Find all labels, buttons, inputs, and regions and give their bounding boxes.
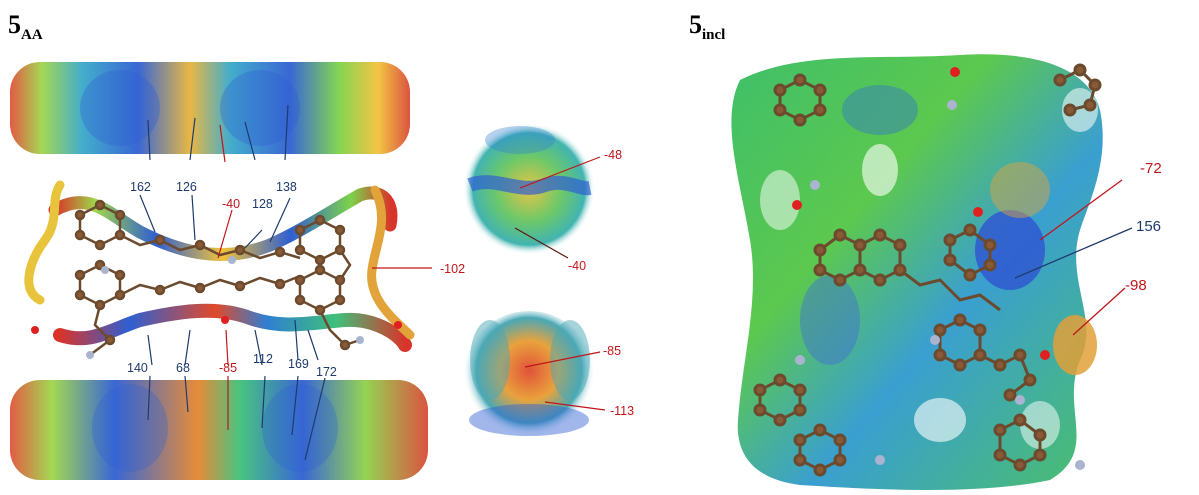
value-label-162: 162 (130, 180, 151, 194)
heteroatoms-right (792, 67, 1085, 470)
inset-top-circle (463, 123, 601, 259)
panel-label-5aa: 5AA (8, 10, 43, 44)
surface-top-band (10, 62, 410, 154)
panel-label-5incl: 5incl (689, 10, 725, 44)
panel-label-main: 5 (689, 10, 702, 39)
surface-middle-upper (48, 186, 398, 262)
surface-bottom-band (10, 380, 428, 480)
value-label-172: 172 (316, 365, 337, 379)
value-label-minus102: -102 (440, 262, 465, 276)
value-label-112: 112 (253, 352, 273, 366)
panel-label-sub: incl (702, 27, 726, 44)
value-label-128: 128 (252, 197, 273, 211)
surface-middle-lower (53, 303, 412, 352)
surface-right-wire (367, 185, 415, 340)
annotation-line-156 (1014, 227, 1133, 279)
panel-label-sub: AA (21, 27, 43, 44)
annotation-line-minus98 (1072, 287, 1126, 336)
inset-bottom-circle (463, 311, 606, 443)
inset-value-minus113: -113 (610, 404, 634, 418)
surface-inclusion (731, 54, 1103, 490)
value-label-68: 68 (176, 361, 190, 375)
value-label-minus98: -98 (1125, 277, 1147, 294)
value-label-169: 169 (288, 357, 309, 371)
molecule-skeleton-left (74, 199, 361, 356)
value-label-138: 138 (276, 180, 297, 194)
surface-left-wire (24, 180, 65, 305)
value-label-126: 126 (176, 180, 197, 194)
value-label-minus72: -72 (1140, 160, 1162, 177)
inset-value-minus85: -85 (603, 344, 621, 358)
inset-value-minus40: -40 (568, 259, 586, 273)
annotation-line-minus72 (1039, 179, 1123, 241)
value-label-140: 140 (127, 361, 148, 375)
annotation-lines-left (139, 104, 432, 461)
panel-label-main: 5 (8, 10, 21, 39)
molecule-skeleton-right (753, 63, 1102, 477)
value-label-minus85: -85 (219, 361, 237, 375)
value-label-minus40: -40 (222, 197, 240, 211)
value-label-156: 156 (1136, 218, 1161, 235)
inset-value-minus48: -48 (604, 148, 622, 162)
heteroatoms-left (31, 256, 402, 359)
